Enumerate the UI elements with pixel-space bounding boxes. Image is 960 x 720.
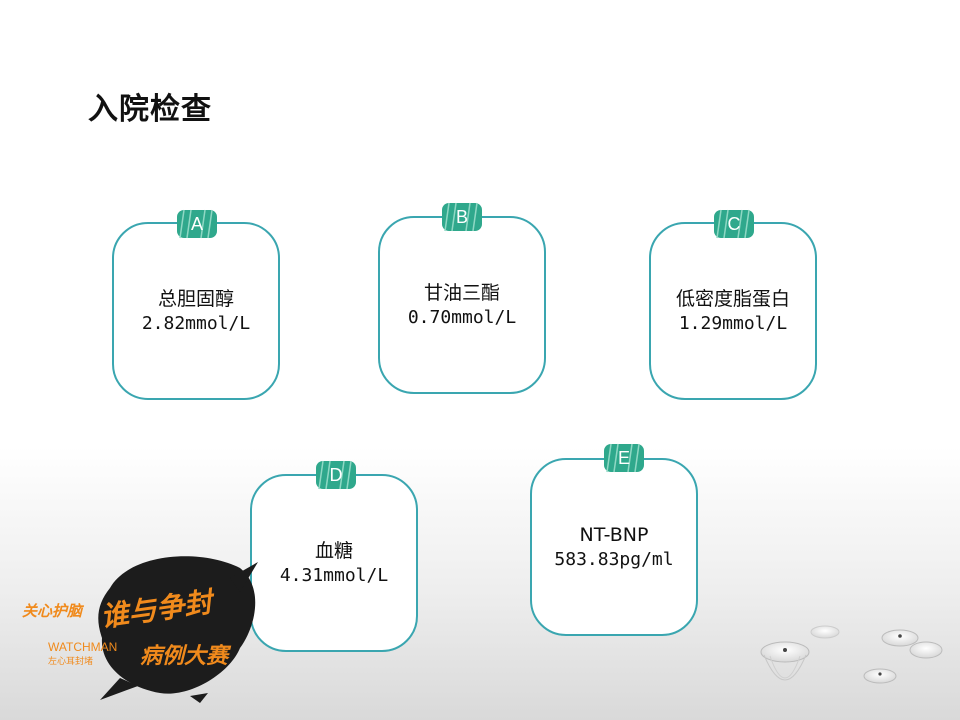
badge-letter: D [329, 464, 343, 485]
lab-card-name: 低密度脂蛋白 [675, 288, 790, 310]
lab-card-value: 4.31mmol/L [279, 565, 389, 586]
badge-letter: B [455, 206, 468, 227]
ink-splash-icon [98, 556, 258, 703]
striped-tab-icon [714, 209, 754, 239]
slide-title: 入院检查 [88, 92, 212, 127]
striped-tab-icon [604, 443, 644, 473]
lab-card-value: 583.83pg/ml [554, 549, 674, 570]
badge-letter: E [617, 447, 630, 468]
badge-a: A [174, 208, 220, 240]
logo-brand-sub: 左心耳封堵 [48, 657, 94, 667]
lab-card-cholesterol: 总胆固醇 2.82mmol/L [112, 222, 280, 400]
lab-card-value: 2.82mmol/L [141, 313, 251, 334]
lab-card-name: NT-BNP [579, 524, 649, 546]
badge-b: B [439, 201, 485, 233]
logo-slogan: 关心护脑 [22, 602, 83, 620]
lab-card-name: 甘油三酯 [423, 282, 500, 304]
occluder-device-icon [760, 625, 943, 684]
logo-contest: 病例大赛 [140, 644, 229, 669]
logo-brand: WATCHMAN [48, 640, 118, 654]
badge-c: C [711, 208, 757, 240]
striped-tab-icon [442, 202, 482, 232]
lab-card-value: 1.29mmol/L [678, 313, 788, 334]
striped-tab-icon [177, 209, 217, 239]
badge-letter: C [727, 213, 741, 234]
badge-letter: A [190, 213, 203, 234]
lab-card-ntbnp: NT-BNP 583.83pg/ml [530, 458, 698, 636]
lab-card-ldl: 低密度脂蛋白 1.29mmol/L [649, 222, 817, 400]
badge-d: D [313, 459, 359, 491]
lab-card-name: 血糖 [314, 540, 353, 562]
lab-card-glucose: 血糖 4.31mmol/L [250, 474, 418, 652]
lab-card-name: 总胆固醇 [157, 288, 234, 310]
lab-card-triglyceride: 甘油三酯 0.70mmol/L [378, 216, 546, 394]
contest-logo: 关心护脑 谁与争封 WATCHMAN 左心耳封堵 病例大赛 [18, 548, 258, 708]
lab-card-value: 0.70mmol/L [407, 307, 517, 328]
striped-tab-icon [316, 460, 356, 490]
badge-e: E [601, 442, 647, 474]
